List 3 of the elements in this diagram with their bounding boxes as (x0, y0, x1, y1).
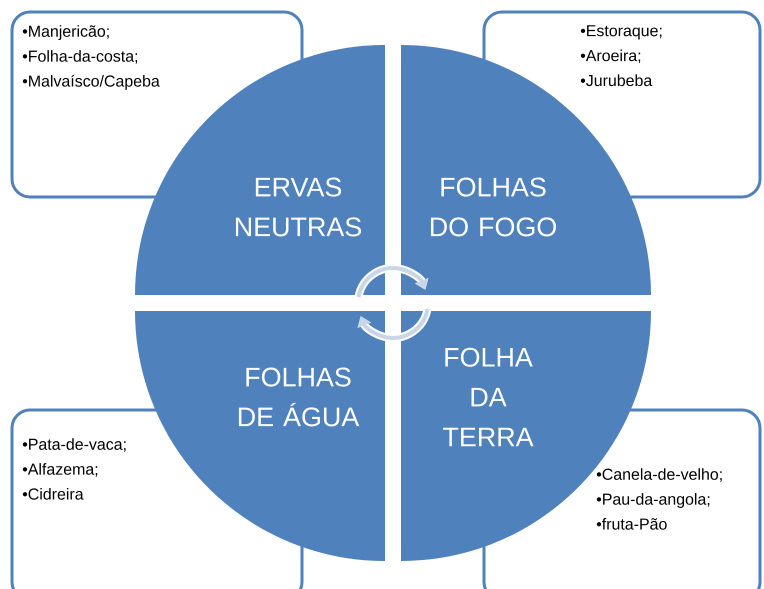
cycle-arrow (358, 308, 432, 342)
quadrant-segment: FOLHAS DE ÁGUA (135, 311, 385, 561)
cycle-arrow (354, 264, 428, 298)
